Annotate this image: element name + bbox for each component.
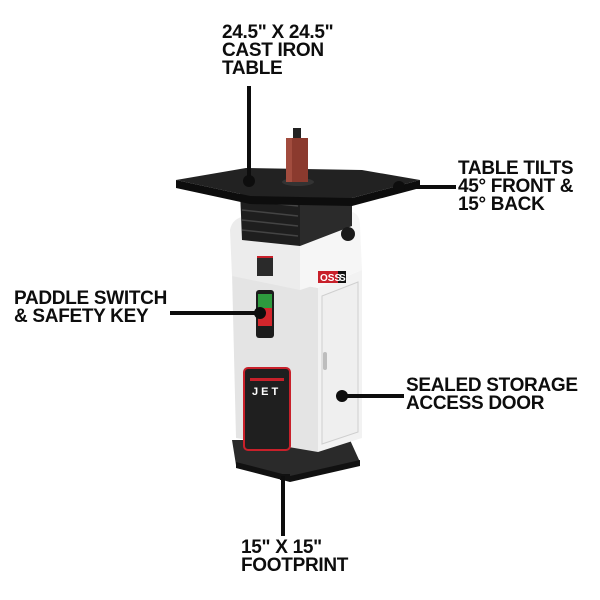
callout-line: TABLE TILTS [458,158,574,179]
callout-dot [336,390,348,402]
vent-panel [257,258,273,276]
svg-text:JET: JET [252,386,281,398]
callout-table-tilt: TABLE TILTS 45° FRONT & 15° BACK [458,158,574,215]
callout-leader-line [281,476,285,536]
callout-line: CAST IRON [222,40,324,61]
callout-dot [393,181,405,193]
callout-line: TABLE [222,58,283,79]
callout-leader-line [247,86,251,180]
storage-door [321,281,359,445]
callout-footprint: 15" x 15" FOOTPRINT [241,537,349,576]
callout-line: 24.5" x 24.5" [222,22,334,43]
callout-line: FOOTPRINT [241,555,349,576]
callout-line: SEALED STORAGE [406,375,578,396]
tilt-knob [341,227,355,241]
callout-line: ACCESS DOOR [406,393,545,414]
callout-line: PADDLE SWITCH [14,288,168,309]
callout-leader-line [344,394,404,398]
callout-line: 45° FRONT & [458,176,574,197]
callout-leader-line [170,311,262,315]
svg-text:OSS: OSS [320,273,341,284]
door-handle [323,352,327,370]
callout-dot [254,307,266,319]
callout-leader-line [400,185,456,189]
callout-line: & SAFETY KEY [14,306,149,327]
callout-storage-door: SEALED STORAGE ACCESS DOOR [406,375,578,414]
callout-dot [243,175,255,187]
svg-text:S: S [339,273,346,284]
callout-line: 15° BACK [458,194,545,215]
jet-logo-panel [243,367,291,451]
callout-table-size: 24.5" x 24.5" CAST IRON TABLE [222,22,334,79]
callout-paddle-switch: PADDLE SWITCH & SAFETY KEY [14,288,168,327]
callout-line: 15" x 15" [241,537,322,558]
model-badge [318,271,338,283]
